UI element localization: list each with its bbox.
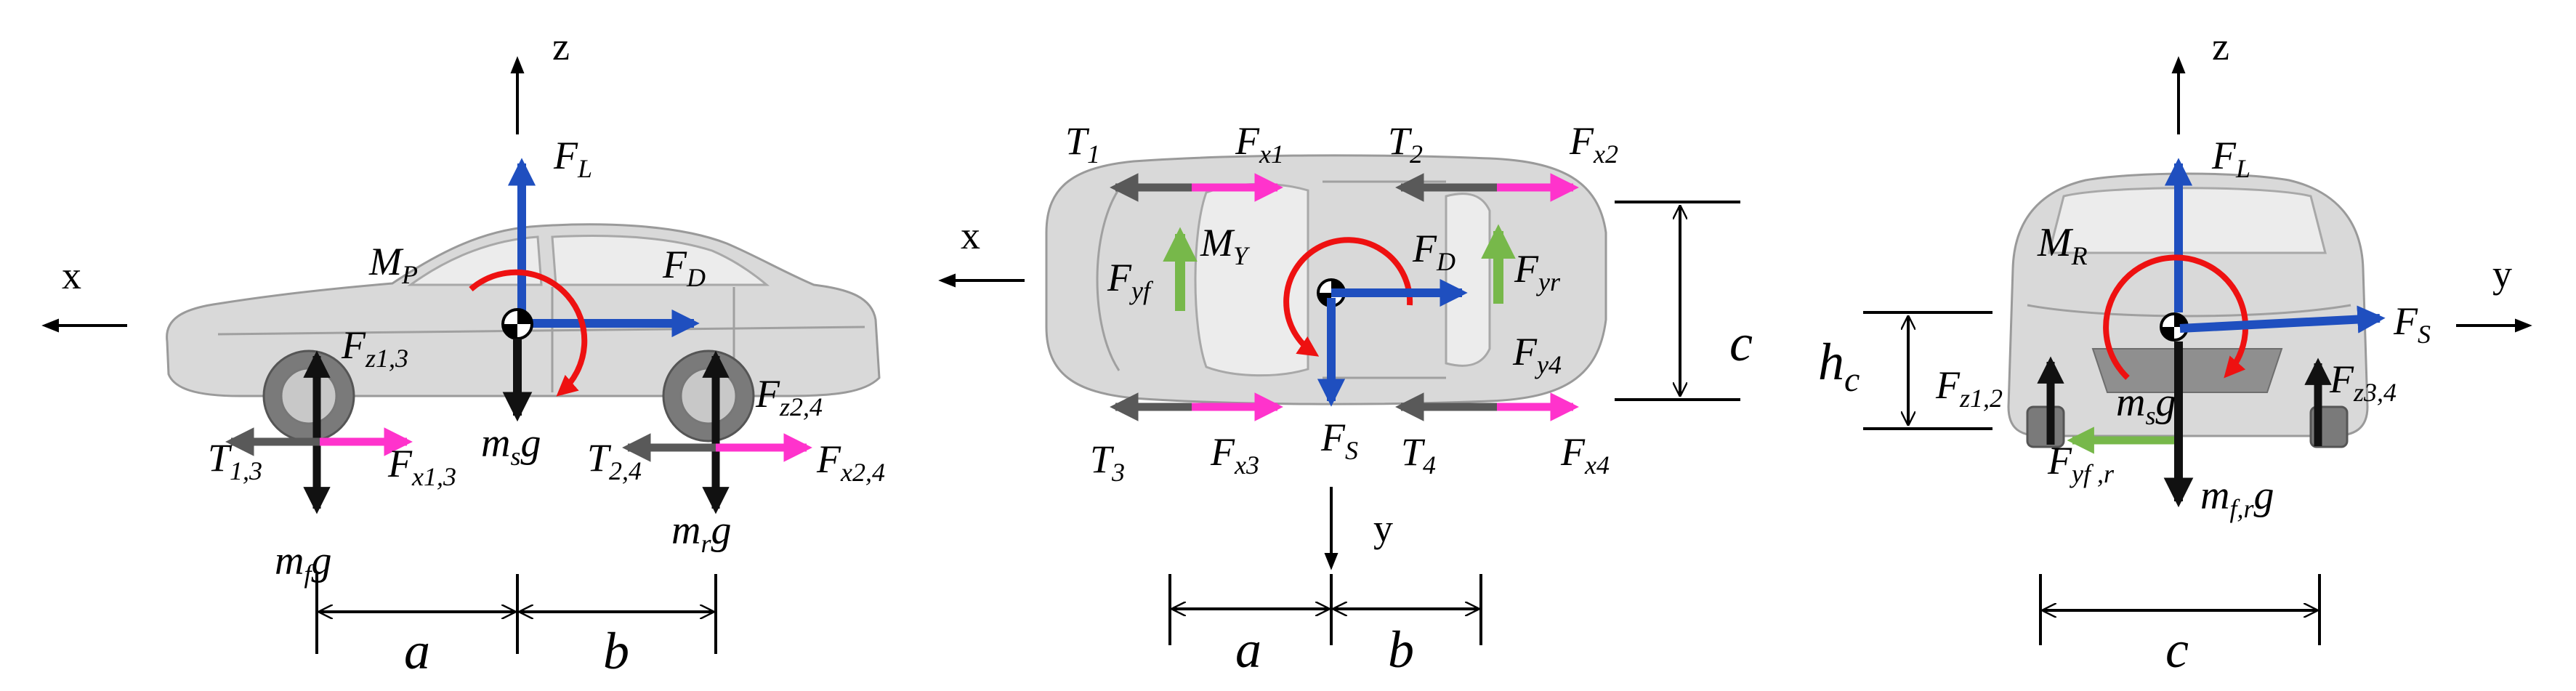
front-side-force-arrow [2179,305,2386,334]
front-dim-c-label: c [2165,621,2189,679]
side-pitch-moment-arrow [469,269,588,397]
top-Fx2-label: Fx2 [1569,119,1618,169]
top-T1-label: T1 [1065,119,1100,169]
side-dim-a-label: a [404,622,430,680]
side-drag-label: FD [662,243,706,292]
front-mfrg-label: mf,rg [2200,473,2274,523]
side-dimension-ab [315,574,717,654]
side-lift-label: FL [553,134,592,183]
front-FS-label: FS [2393,299,2431,349]
top-FS-label: FS [1320,416,1358,465]
top-dimension-ab [1168,574,1482,645]
front-MR-label: MR [2037,220,2088,270]
top-dim-a-label: a [1235,621,1261,679]
front-view: z y FL MR FS msg mf,rg Fyf ,r Fz1,2 Fz3,… [1818,25,2532,679]
top-T3-label: T3 [1090,437,1125,487]
side-view: z x FL FD MP msg Fz1,3 T1,3 Fx1,3 mfg Fz… [41,25,885,680]
side-z-label: z [552,25,570,68]
front-hc-label: hc [1818,333,1860,399]
front-dimension-c [2039,574,2321,645]
front-Fyfr-label: Fyf ,r [2047,439,2115,488]
side-front-torque-label: T1,3 [208,436,262,485]
top-Fx1-label: Fx1 [1235,119,1284,169]
top-T2-label: T2 [1388,119,1423,169]
top-Fyf-label: Fyf [1107,256,1154,305]
front-y-label: y [2492,252,2512,296]
top-Fy4-label: Fy4 [1512,330,1562,379]
side-rear-normal-label: Fz2,4 [755,372,823,421]
front-car-illustration [2007,172,2369,448]
front-FL-label: FL [2211,134,2250,183]
side-dim-b-label: b [603,622,629,680]
side-front-normal-label: Fz1,3 [341,323,408,373]
side-x-label: x [62,254,81,297]
top-x-label: x [961,214,980,257]
side-front-weight-label: mfg [275,538,331,589]
side-front-traction-label: Fx1,3 [387,442,456,491]
front-Fz34-label: Fz3,4 [2329,357,2397,407]
front-dimension-hc [1863,311,1992,430]
top-Fx3-label: Fx3 [1210,430,1259,480]
top-T4-label: T4 [1401,430,1436,480]
side-rear-traction-label: Fx2,4 [816,437,885,487]
side-rear-weight-label: mrg [671,508,731,558]
top-y-label: y [1373,506,1393,550]
top-Fyr-label: Fyr [1514,247,1561,296]
side-pitch-moment-label: MP [368,240,418,289]
top-dim-c-label: c [1729,314,1753,372]
front-Fz12-label: Fz1,2 [1935,363,2003,413]
top-yaw-moment-arrow [1283,237,1413,357]
side-rear-torque-label: T2,4 [587,436,642,485]
top-FD-label: FD [1412,227,1455,276]
top-dim-b-label: b [1388,621,1414,679]
top-Fx4-label: Fx4 [1560,430,1610,480]
top-dimension-c [1615,201,1740,401]
front-z-label: z [2212,25,2229,68]
side-sprung-weight-label: msg [481,421,541,471]
front-msg-label: msg [2116,380,2176,430]
top-view: x y T1 Fx1 T2 Fx2 T3 Fx3 T4 Fx4 Fyf Fyr … [938,119,1753,679]
top-MY-label: MY [1200,221,1251,270]
side-cg-marker [501,308,533,340]
